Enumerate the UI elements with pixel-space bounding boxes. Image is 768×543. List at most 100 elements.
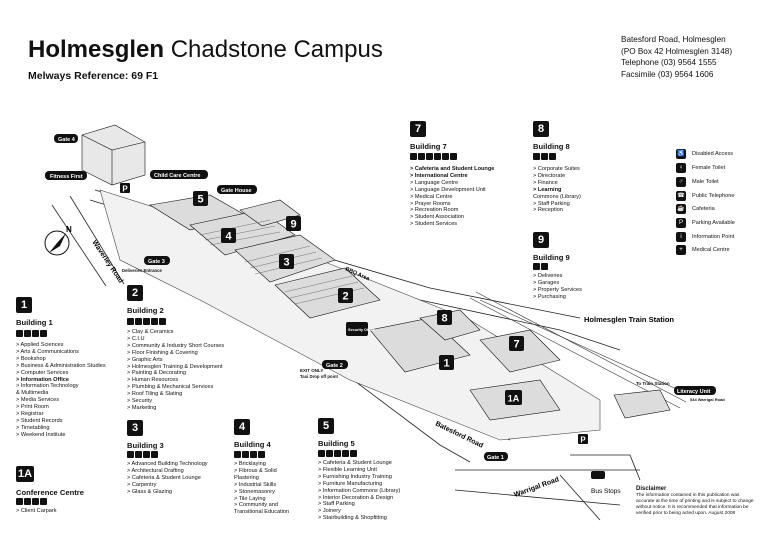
building-5-list: > Cafeteria & Student Lounge> Flexible L… bbox=[318, 460, 401, 522]
marker-4 bbox=[221, 228, 236, 243]
building-4-name: Building 4 bbox=[234, 440, 271, 449]
marker-7 bbox=[509, 336, 524, 351]
gate-2-pill bbox=[322, 360, 348, 369]
gate-house-pill bbox=[217, 185, 257, 194]
building-1a-facility-icons bbox=[16, 498, 47, 505]
svg-text:8: 8 bbox=[441, 313, 447, 325]
medical-icon: + bbox=[676, 245, 686, 255]
north-compass-icon: N bbox=[44, 225, 72, 256]
building-9-facility-icons bbox=[533, 263, 548, 270]
building-3-name: Building 3 bbox=[127, 441, 164, 450]
building-5-name: Building 5 bbox=[318, 439, 355, 448]
marker-1 bbox=[439, 355, 454, 370]
svg-text:Gate 4: Gate 4 bbox=[58, 137, 76, 143]
svg-text:Child Care Centre: Child Care Centre bbox=[154, 173, 200, 179]
telephone: Telephone (03) 9564 1555 bbox=[621, 58, 717, 67]
building-2-facility-icons bbox=[127, 318, 166, 325]
male-toilet-icon: ♂ bbox=[676, 177, 686, 187]
building-5-number: 5 bbox=[318, 418, 334, 434]
deliveries-label: Deliveries Entrance bbox=[122, 268, 162, 273]
building-1-list: > Applied Sciences> Arts & Communication… bbox=[16, 342, 106, 438]
svg-text:3: 3 bbox=[283, 257, 289, 269]
melways-reference: Melways Reference: 69 F1 bbox=[28, 70, 159, 82]
taxi-label: Taxi Drop off point bbox=[300, 374, 338, 379]
svg-text:P: P bbox=[580, 436, 586, 445]
bus-icon bbox=[591, 471, 605, 479]
disclaimer-text: The information contained in this public… bbox=[636, 493, 754, 516]
building-8-list: > Corporate Suites> Directorate> Finance… bbox=[533, 166, 581, 214]
marker-8 bbox=[437, 310, 452, 325]
child-care-pill bbox=[150, 170, 208, 179]
building-4-number: 4 bbox=[234, 419, 250, 435]
security-office-pill bbox=[346, 322, 368, 336]
address-block: Batesford Road, Holmesglen (PO Box 42 Ho… bbox=[621, 34, 732, 80]
svg-text:Security Office: Security Office bbox=[348, 328, 375, 332]
building-5-facility-icons bbox=[318, 450, 357, 457]
building-1a-list: > Client Carpark bbox=[16, 508, 57, 514]
building-3-number: 3 bbox=[127, 420, 143, 436]
bus-stops-label: Bus Stops bbox=[591, 488, 621, 495]
address-line: Batesford Road, Holmesglen bbox=[621, 35, 726, 44]
svg-text:2: 2 bbox=[342, 291, 348, 303]
building-2-shape bbox=[274, 267, 381, 319]
svg-text:Gate 1: Gate 1 bbox=[487, 455, 504, 461]
building-1a-number: 1A bbox=[16, 466, 34, 482]
exit-only-label: EXIT ONLY bbox=[300, 368, 323, 373]
building-1-name: Building 1 bbox=[16, 318, 53, 327]
marker-3 bbox=[279, 254, 294, 269]
female-toilet-icon: ♀ bbox=[676, 163, 686, 173]
to-station-label: To Train Station bbox=[636, 381, 670, 386]
literacy-address: 534 Warrigal Road bbox=[690, 397, 725, 402]
literacy-unit-pill bbox=[674, 386, 716, 395]
svg-text:Gate 2: Gate 2 bbox=[326, 363, 343, 369]
page-title: Holmesglen Chadstone Campus bbox=[28, 36, 383, 64]
warrigal-road bbox=[454, 469, 640, 506]
building-3-list: > Advanced Building Technology> Architec… bbox=[127, 461, 208, 495]
legend-female-toilet: ♀Female Toilet bbox=[676, 163, 725, 173]
literacy-unit-shape bbox=[613, 389, 671, 419]
building-8-number: 8 bbox=[533, 121, 549, 137]
svg-text:P: P bbox=[122, 185, 128, 194]
disabled-access-icon: ♿ bbox=[676, 149, 686, 159]
svg-text:9: 9 bbox=[290, 219, 296, 231]
information-icon: i bbox=[676, 232, 686, 242]
marker-1a bbox=[505, 390, 522, 405]
conference-centre-name: Conference Centre bbox=[16, 488, 84, 497]
marker-2 bbox=[338, 288, 353, 303]
disclaimer: Disclaimer The information contained in … bbox=[636, 486, 758, 517]
warrigal-road-label: Warrigal Road bbox=[513, 476, 560, 499]
building-7-facility-icons bbox=[410, 153, 457, 160]
cafeteria-icon: ☕ bbox=[676, 204, 686, 214]
waverley-road bbox=[51, 195, 125, 287]
disclaimer-title: Disclaimer bbox=[636, 486, 667, 492]
fitness-first-pill bbox=[45, 171, 87, 180]
legend-male-toilet: ♂Male Toilet bbox=[676, 177, 719, 187]
building-7-list: > Cafeteria and Student Lounge> Internat… bbox=[410, 166, 495, 228]
marker-9 bbox=[286, 216, 301, 231]
building-7-number: 7 bbox=[410, 121, 426, 137]
address-line: (PO Box 42 Holmesglen 3148) bbox=[621, 46, 733, 56]
gate-1-pill bbox=[484, 452, 508, 461]
building-1-number: 1 bbox=[16, 297, 32, 313]
train-station-label: Holmesglen Train Station bbox=[584, 315, 674, 324]
gate-3-pill bbox=[144, 256, 170, 265]
svg-text:1: 1 bbox=[443, 358, 449, 370]
north-label: N bbox=[66, 225, 72, 234]
legend-cafeteria: ☕Cafeteria bbox=[676, 204, 715, 214]
building-8-facility-icons bbox=[533, 153, 556, 160]
tower-building bbox=[81, 124, 146, 186]
svg-text:Gate 3: Gate 3 bbox=[148, 259, 165, 265]
svg-text:4: 4 bbox=[225, 231, 232, 243]
svg-text:1A: 1A bbox=[508, 394, 520, 404]
svg-text:Gate House: Gate House bbox=[221, 188, 252, 194]
legend-public-telephone: ☎Public Telephone bbox=[676, 191, 735, 201]
parking-icon: P bbox=[676, 218, 686, 228]
building-2-number: 2 bbox=[127, 285, 143, 301]
parking-icon bbox=[120, 183, 130, 193]
svg-text:Literacy Unit: Literacy Unit bbox=[677, 389, 710, 395]
building-9-number: 9 bbox=[533, 232, 549, 248]
building-3-facility-icons bbox=[127, 451, 158, 458]
